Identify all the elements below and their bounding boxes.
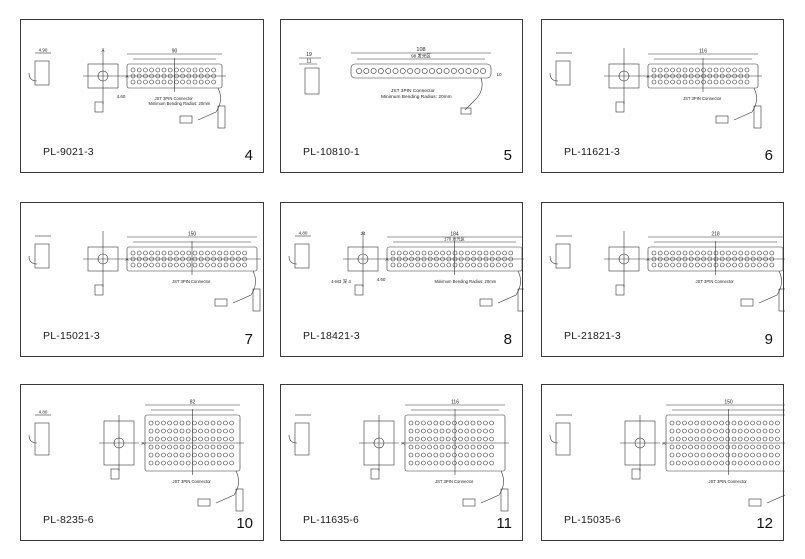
connector-note: JST 3PIN Connector bbox=[155, 96, 194, 101]
connector-note: Minimum Bending Radius: 20mm bbox=[435, 279, 497, 284]
model-number: PL-15021-3 bbox=[43, 330, 100, 342]
dimension-label: 4.80 bbox=[299, 231, 308, 236]
dimension-label: 19 bbox=[306, 52, 312, 58]
page-number: 7 bbox=[244, 331, 253, 348]
model-number: PL-9021-3 bbox=[43, 146, 94, 158]
page-number: 10 bbox=[236, 515, 253, 532]
section-mark: A bbox=[385, 257, 388, 262]
model-number: PL-21821-3 bbox=[564, 330, 621, 342]
dimension-label: 98 发光区 bbox=[411, 53, 431, 60]
dimension-label: 4.90 bbox=[39, 48, 48, 53]
section-mark: A bbox=[646, 257, 649, 262]
connector-note: JST 3PIN Connector bbox=[391, 88, 435, 94]
dimension-label: 4.60 bbox=[377, 277, 386, 282]
dimension-label: 218 bbox=[711, 232, 720, 238]
dimension-label: 4-M3 深 4 bbox=[331, 278, 351, 285]
connector-note: JST 3PIN Connector bbox=[696, 279, 735, 284]
page-number: 9 bbox=[764, 331, 773, 348]
dimension-label: 108 bbox=[416, 47, 425, 53]
dimension-label: 90 bbox=[172, 49, 178, 55]
page-number: 4 bbox=[244, 147, 253, 164]
bending-note: Minimum Bending Radius: 20mm bbox=[381, 94, 452, 100]
model-number: PL-18421-3 bbox=[303, 330, 360, 342]
connector-note: JST 3PIN Connector bbox=[173, 479, 212, 484]
section-mark: A bbox=[401, 441, 404, 446]
model-number: PL-11635-6 bbox=[303, 514, 360, 526]
section-mark: A bbox=[125, 257, 128, 262]
page-number: 8 bbox=[503, 331, 512, 348]
model-number: PL-10810-1 bbox=[303, 146, 360, 158]
section-mark: A bbox=[141, 441, 144, 446]
section-mark: A bbox=[662, 441, 665, 446]
section-mark: A bbox=[646, 74, 649, 79]
connector-note: JST 3PIN Connector bbox=[172, 279, 211, 284]
page-number: 6 bbox=[764, 147, 773, 164]
dimension-label: 184 bbox=[450, 232, 459, 238]
dimension-label: 116 bbox=[451, 400, 459, 406]
dimension-label: 116 bbox=[699, 49, 707, 55]
model-number: PL-15035-6 bbox=[564, 514, 621, 526]
page-number: 12 bbox=[756, 515, 773, 532]
section-mark: A bbox=[125, 74, 128, 79]
dimension-label: 11 bbox=[306, 59, 311, 65]
dimension-label: 150 bbox=[724, 400, 733, 406]
dimension-label: 24 bbox=[360, 231, 366, 236]
dimension-label: 150 bbox=[188, 232, 197, 238]
model-number: PL-11621-3 bbox=[564, 146, 621, 158]
page-number: 11 bbox=[496, 515, 512, 532]
dimension-label: 82 bbox=[190, 400, 196, 406]
connector-note: JST 3PIN Connector bbox=[435, 479, 474, 484]
connector-note: JST 3PIN Connector bbox=[709, 479, 748, 484]
dimension-label: 4.60 bbox=[117, 94, 126, 99]
model-number: PL-8235-6 bbox=[43, 514, 94, 526]
page-number: 5 bbox=[503, 147, 512, 164]
bending-note: Minimum Bending Radius: 20mm bbox=[149, 101, 211, 106]
dimension-label: A bbox=[101, 48, 104, 53]
dimension-label: 10 bbox=[496, 72, 502, 77]
dimension-label: 4.80 bbox=[39, 410, 48, 415]
dimension-label: 170 发光区 bbox=[444, 236, 465, 243]
connector-note: JST 3PIN Connector bbox=[683, 96, 722, 101]
